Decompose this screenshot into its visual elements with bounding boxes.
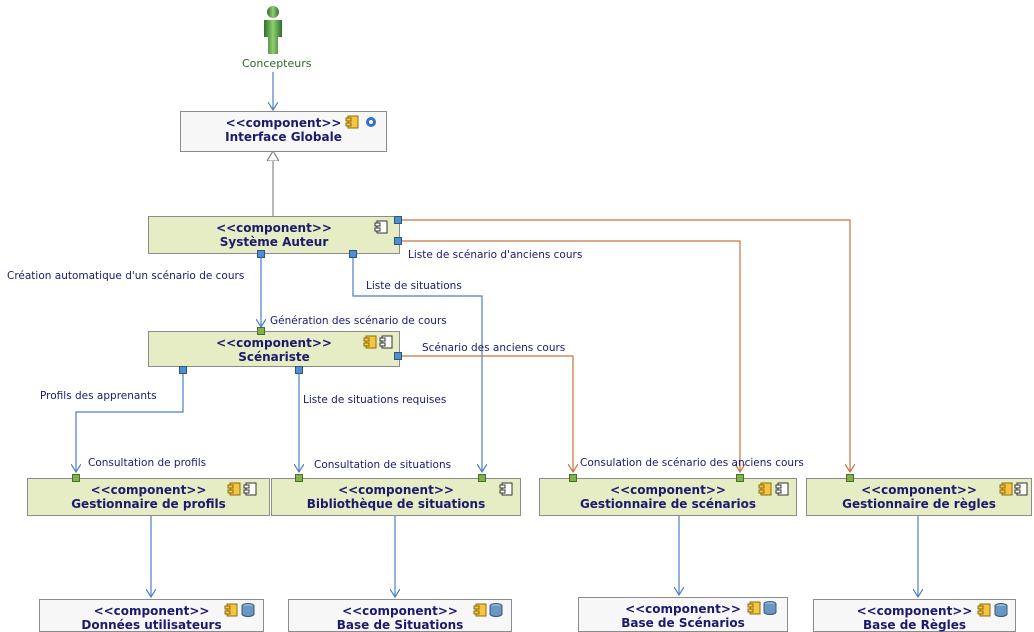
port[interactable] bbox=[257, 327, 265, 335]
label-generation-scenario: Génération des scénario de cours bbox=[270, 315, 447, 327]
liste-situations-wire bbox=[352, 258, 482, 472]
liste-scenario-anciens-wire bbox=[400, 240, 740, 472]
component-name: Système Auteur bbox=[219, 235, 329, 249]
profils-wire bbox=[76, 370, 184, 472]
gear-icon bbox=[366, 117, 376, 127]
actor-label: Concepteurs bbox=[242, 57, 312, 70]
port[interactable] bbox=[846, 474, 854, 482]
component-systeme-auteur[interactable]: <<component>> Système Auteur bbox=[148, 216, 400, 254]
label-liste-situations: Liste de situations bbox=[366, 280, 462, 292]
component-icon bbox=[345, 115, 359, 129]
port[interactable] bbox=[569, 474, 577, 482]
regles-wire bbox=[400, 219, 850, 472]
stereotype: <<component>> bbox=[90, 483, 207, 497]
component-icon bbox=[473, 603, 487, 617]
stereotype: <<component>> bbox=[93, 604, 210, 618]
component-interface-globale[interactable]: <<component>> Interface Globale bbox=[180, 111, 387, 152]
database-icon bbox=[241, 603, 255, 617]
label-consulation-scenario: Consulation de scénario des anciens cour… bbox=[580, 457, 804, 469]
component-bibliotheque-situations[interactable]: <<component>> Bibliothèque de situations bbox=[271, 478, 521, 516]
actor-icon bbox=[264, 6, 282, 54]
component-base-regles[interactable]: <<component>> Base de Règles bbox=[813, 599, 1016, 632]
port[interactable] bbox=[72, 474, 80, 482]
component-icon bbox=[499, 482, 513, 496]
component-name: Base de Règles bbox=[863, 618, 966, 632]
component-icon bbox=[227, 482, 241, 496]
component-icon bbox=[243, 482, 257, 496]
component-name: Gestionnaire de profils bbox=[71, 497, 226, 511]
database-icon bbox=[489, 603, 503, 617]
port[interactable] bbox=[394, 352, 402, 360]
component-name: Interface Globale bbox=[225, 130, 342, 144]
component-icon bbox=[747, 601, 761, 615]
label-creation-auto: Création automatique d'un scénario de co… bbox=[7, 270, 245, 282]
component-name: Scénariste bbox=[238, 350, 310, 364]
stereotype: <<component>> bbox=[625, 602, 741, 616]
port[interactable] bbox=[295, 474, 303, 482]
component-icon bbox=[977, 603, 991, 617]
component-icon bbox=[379, 335, 393, 349]
port[interactable] bbox=[179, 366, 187, 374]
component-icon bbox=[999, 482, 1013, 496]
component-name: Base de Scénarios bbox=[621, 616, 745, 630]
component-base-situations[interactable]: <<component>> Base de Situations bbox=[288, 599, 512, 632]
component-icon bbox=[1014, 482, 1028, 496]
component-name: Base de Situations bbox=[336, 618, 464, 632]
stereotype: <<component>> bbox=[225, 116, 342, 130]
component-donnees-utilisateurs[interactable]: <<component>> Données utilisateurs bbox=[39, 599, 264, 632]
label-profils-apprenants: Profils des apprenants bbox=[40, 390, 157, 402]
label-scenario-anciens: Scénario des anciens cours bbox=[422, 342, 566, 354]
port[interactable] bbox=[349, 250, 357, 258]
stereotype: <<component>> bbox=[216, 336, 332, 350]
port[interactable] bbox=[394, 216, 402, 224]
port[interactable] bbox=[295, 366, 303, 374]
component-name: Données utilisateurs bbox=[81, 618, 222, 632]
component-name: Bibliothèque de situations bbox=[306, 497, 486, 511]
port[interactable] bbox=[478, 474, 486, 482]
stereotype: <<component>> bbox=[342, 604, 458, 618]
component-gestionnaire-profils[interactable]: <<component>> Gestionnaire de profils bbox=[27, 478, 270, 516]
stereotype: <<component>> bbox=[610, 483, 726, 497]
component-icon bbox=[758, 482, 772, 496]
component-scenariste[interactable]: <<component>> Scénariste bbox=[148, 331, 400, 367]
stereotype: <<component>> bbox=[216, 221, 332, 235]
component-name: Gestionnaire de règles bbox=[842, 497, 996, 511]
scenario-anciens-wire bbox=[400, 355, 573, 472]
component-icon bbox=[775, 482, 789, 496]
component-icon bbox=[224, 603, 238, 617]
label-consultation-situations: Consultation de situations bbox=[314, 459, 452, 471]
label-consultation-profils: Consultation de profils bbox=[88, 457, 207, 469]
stereotype: <<component>> bbox=[338, 483, 454, 497]
label-liste-scenario-anciens: Liste de scénario d'anciens cours bbox=[408, 249, 583, 261]
label-liste-situations-requises: Liste de situations requises bbox=[303, 394, 447, 406]
component-gestionnaire-scenarios[interactable]: <<component>> Gestionnaire de scénarios bbox=[539, 478, 797, 516]
port[interactable] bbox=[394, 237, 402, 245]
component-icon bbox=[363, 335, 377, 349]
stereotype: <<component>> bbox=[861, 483, 977, 497]
database-icon bbox=[763, 601, 777, 615]
stereotype: <<component>> bbox=[856, 604, 973, 618]
port[interactable] bbox=[257, 250, 265, 258]
component-name: Gestionnaire de scénarios bbox=[579, 497, 757, 511]
component-base-scenarios[interactable]: <<component>> Base de Scénarios bbox=[578, 597, 788, 632]
database-icon bbox=[994, 603, 1008, 617]
port[interactable] bbox=[736, 474, 744, 482]
component-icon bbox=[374, 220, 388, 234]
component-gestionnaire-regles[interactable]: <<component>> Gestionnaire de règles bbox=[806, 478, 1032, 516]
